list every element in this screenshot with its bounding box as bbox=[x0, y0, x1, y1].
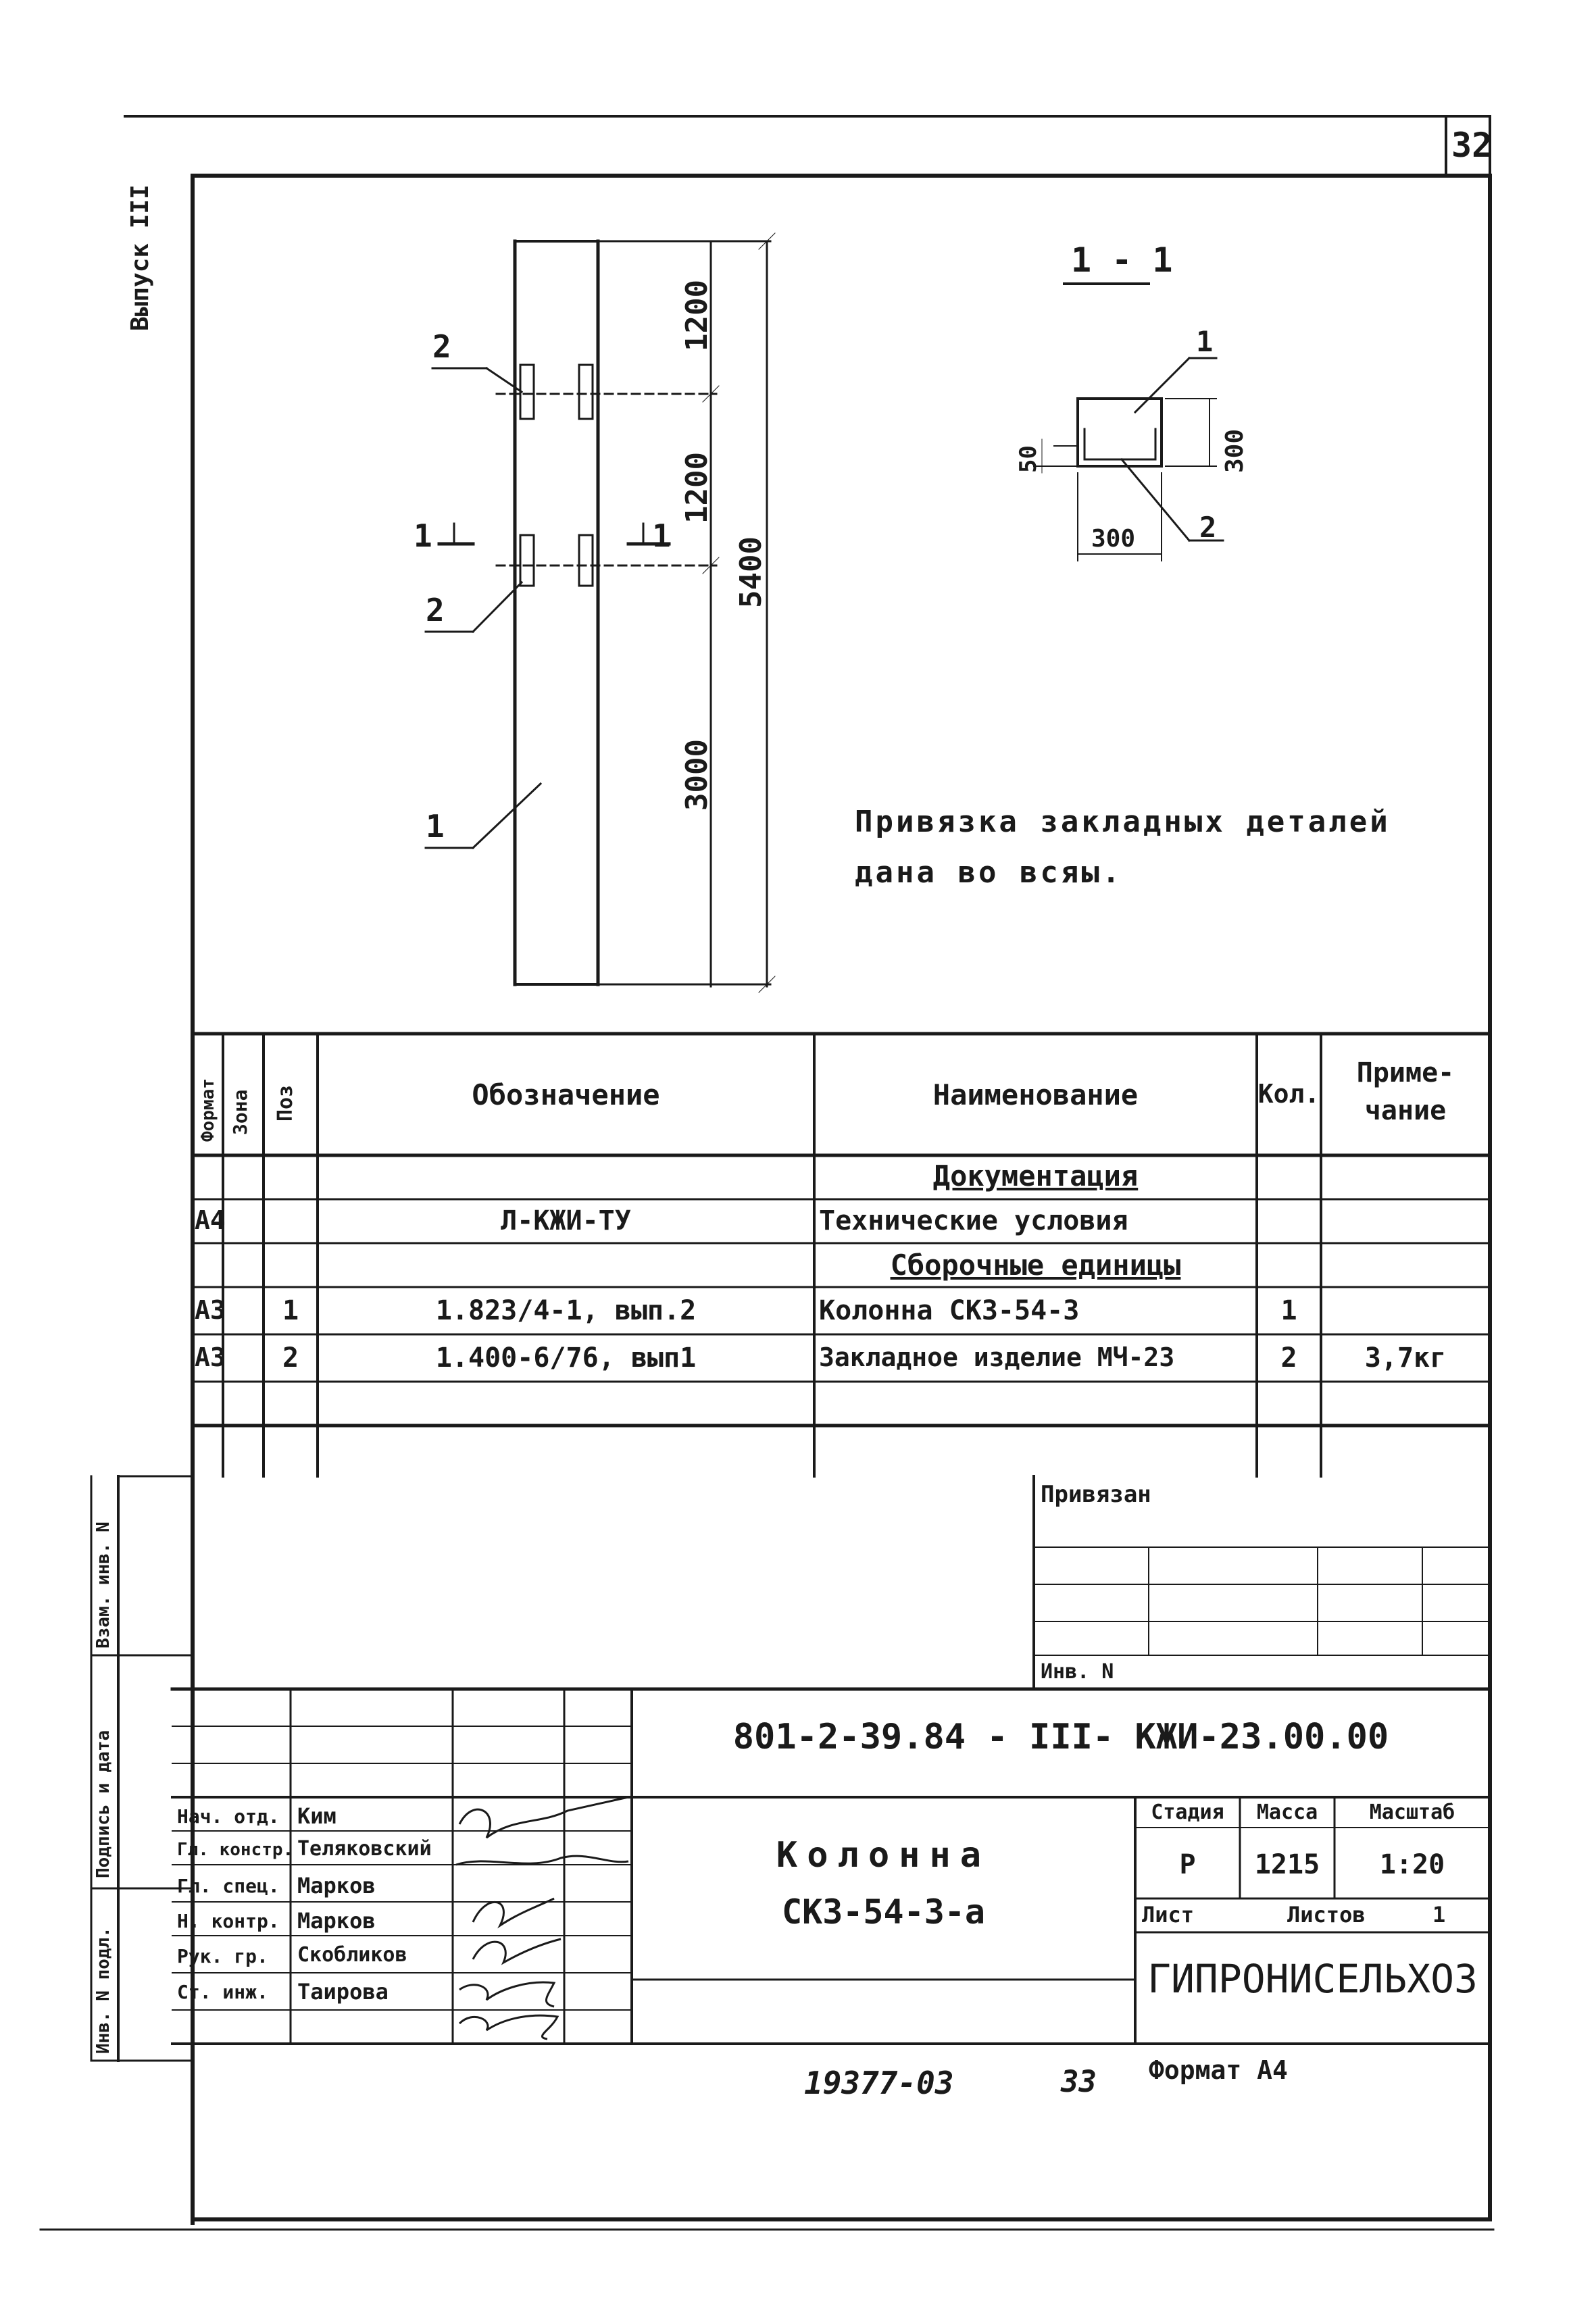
role-4: Рук. гр. bbox=[177, 1945, 268, 1967]
note-line-2: дана во всяы. bbox=[855, 855, 1123, 890]
row-3-format: А3 bbox=[195, 1295, 226, 1325]
hdr-name: Наименование bbox=[932, 1078, 1139, 1111]
row-3-name: Колонна СКЗ-54-3 bbox=[819, 1295, 1080, 1326]
footer-page: 33 bbox=[1061, 2065, 1097, 2099]
hdr-note: Приме- чание bbox=[1356, 1057, 1455, 1126]
sheets-value: 1 bbox=[1432, 1902, 1446, 1928]
name-4: Скобликов bbox=[297, 1943, 407, 1967]
name-3: Марков bbox=[297, 1908, 376, 1934]
document-code: 801-2-39.84 - III- КЖИ-23.00.00 bbox=[732, 1717, 1389, 1757]
stage-value: Р bbox=[1179, 1849, 1196, 1880]
callout-pos2-mid: 2 bbox=[426, 592, 445, 628]
dim-300-height: 300 bbox=[1221, 428, 1249, 473]
row-3-designation: 1.823/4-1, вып.2 bbox=[435, 1295, 697, 1326]
mass-value: 1215 bbox=[1254, 1849, 1320, 1880]
hdr-format: Формат bbox=[198, 1078, 218, 1142]
privyazan-label: Привязан bbox=[1041, 1481, 1151, 1508]
dim-5400: 5400 bbox=[734, 536, 768, 608]
row-3-pos: 1 bbox=[282, 1295, 299, 1326]
sheet-label: Лист bbox=[1142, 1902, 1195, 1928]
mass-label: Масса bbox=[1256, 1801, 1318, 1824]
page-number: 32 bbox=[1451, 126, 1493, 165]
dim-3000: 3000 bbox=[680, 739, 714, 811]
section-callout-2: 2 bbox=[1199, 511, 1217, 544]
dim-50: 50 bbox=[1015, 445, 1042, 473]
callout-pos1-low: 1 bbox=[426, 808, 445, 845]
side-label-inv-podl: Инв. N подл. bbox=[93, 1927, 114, 2054]
footer-format: Формат А4 bbox=[1149, 2055, 1288, 2085]
row-3-qty: 1 bbox=[1280, 1295, 1297, 1326]
callout-section-left: 1 bbox=[414, 518, 432, 554]
scale-value: 1:20 bbox=[1379, 1849, 1445, 1880]
title-line-2: СКЗ-54-3-а bbox=[781, 1892, 986, 1932]
title-line-1: Колонна bbox=[776, 1835, 991, 1876]
row-4-format: А3 bbox=[195, 1342, 226, 1372]
hdr-designation: Обозначение bbox=[472, 1078, 660, 1111]
stage-label: Стадия bbox=[1151, 1801, 1224, 1824]
row-4-note: 3,7кг bbox=[1364, 1342, 1447, 1374]
row-2-name: Сборочные единицы bbox=[890, 1249, 1181, 1282]
role-0: Нач. отд. bbox=[177, 1805, 280, 1828]
role-5: Ст. инж. bbox=[177, 1981, 268, 2003]
row-1-designation: Л-КЖИ-ТУ bbox=[501, 1205, 631, 1236]
hdr-pos: Поз bbox=[274, 1084, 297, 1122]
hdr-zone: Зона bbox=[229, 1089, 251, 1135]
dim-1200-mid: 1200 bbox=[680, 452, 714, 524]
footer-number: 19377-03 bbox=[804, 2065, 954, 2101]
role-2: Гл. спец. bbox=[177, 1875, 280, 1897]
dim-1200-top: 1200 bbox=[680, 280, 714, 351]
section-title: 1 - 1 bbox=[1071, 241, 1173, 280]
sheets-label: Листов bbox=[1287, 1902, 1366, 1928]
name-5: Таирова bbox=[297, 1979, 389, 2005]
row-0-name: Документация bbox=[932, 1159, 1139, 1192]
row-4-designation: 1.400-6/76, вып1 bbox=[435, 1342, 697, 1374]
side-label-podpis: Подпись и дата bbox=[93, 1730, 114, 1878]
row-4-qty: 2 bbox=[1280, 1342, 1297, 1374]
dim-300-width: 300 bbox=[1091, 525, 1136, 553]
row-1-name: Технические условия bbox=[819, 1205, 1128, 1236]
inv-no-label: Инв. N bbox=[1041, 1660, 1114, 1684]
note-line-1: Привязка закладных деталей bbox=[855, 805, 1391, 839]
callout-pos2-top: 2 bbox=[432, 328, 451, 365]
row-1-format: А4 bbox=[195, 1205, 226, 1235]
row-4-pos: 2 bbox=[282, 1342, 299, 1374]
role-1: Гл. констр. bbox=[177, 1840, 294, 1860]
name-2: Марков bbox=[297, 1873, 376, 1898]
section-callout-1: 1 bbox=[1196, 325, 1214, 358]
callout-section-right: 1 bbox=[652, 518, 671, 554]
scale-label: Масштаб bbox=[1369, 1801, 1455, 1824]
name-0: Ким bbox=[297, 1803, 336, 1829]
name-1: Теляковский bbox=[297, 1837, 432, 1861]
series-stamp: Выпуск III bbox=[126, 184, 154, 331]
hdr-qty: Кол. bbox=[1257, 1079, 1320, 1109]
side-label-vzam: Взам. инв. N bbox=[93, 1521, 114, 1649]
row-4-name: Закладное изделие МЧ-23 bbox=[819, 1342, 1175, 1372]
role-3: Н. контр. bbox=[177, 1910, 280, 1932]
organization: ГИПРОНИСЕЛЬХОЗ bbox=[1147, 1956, 1478, 2002]
